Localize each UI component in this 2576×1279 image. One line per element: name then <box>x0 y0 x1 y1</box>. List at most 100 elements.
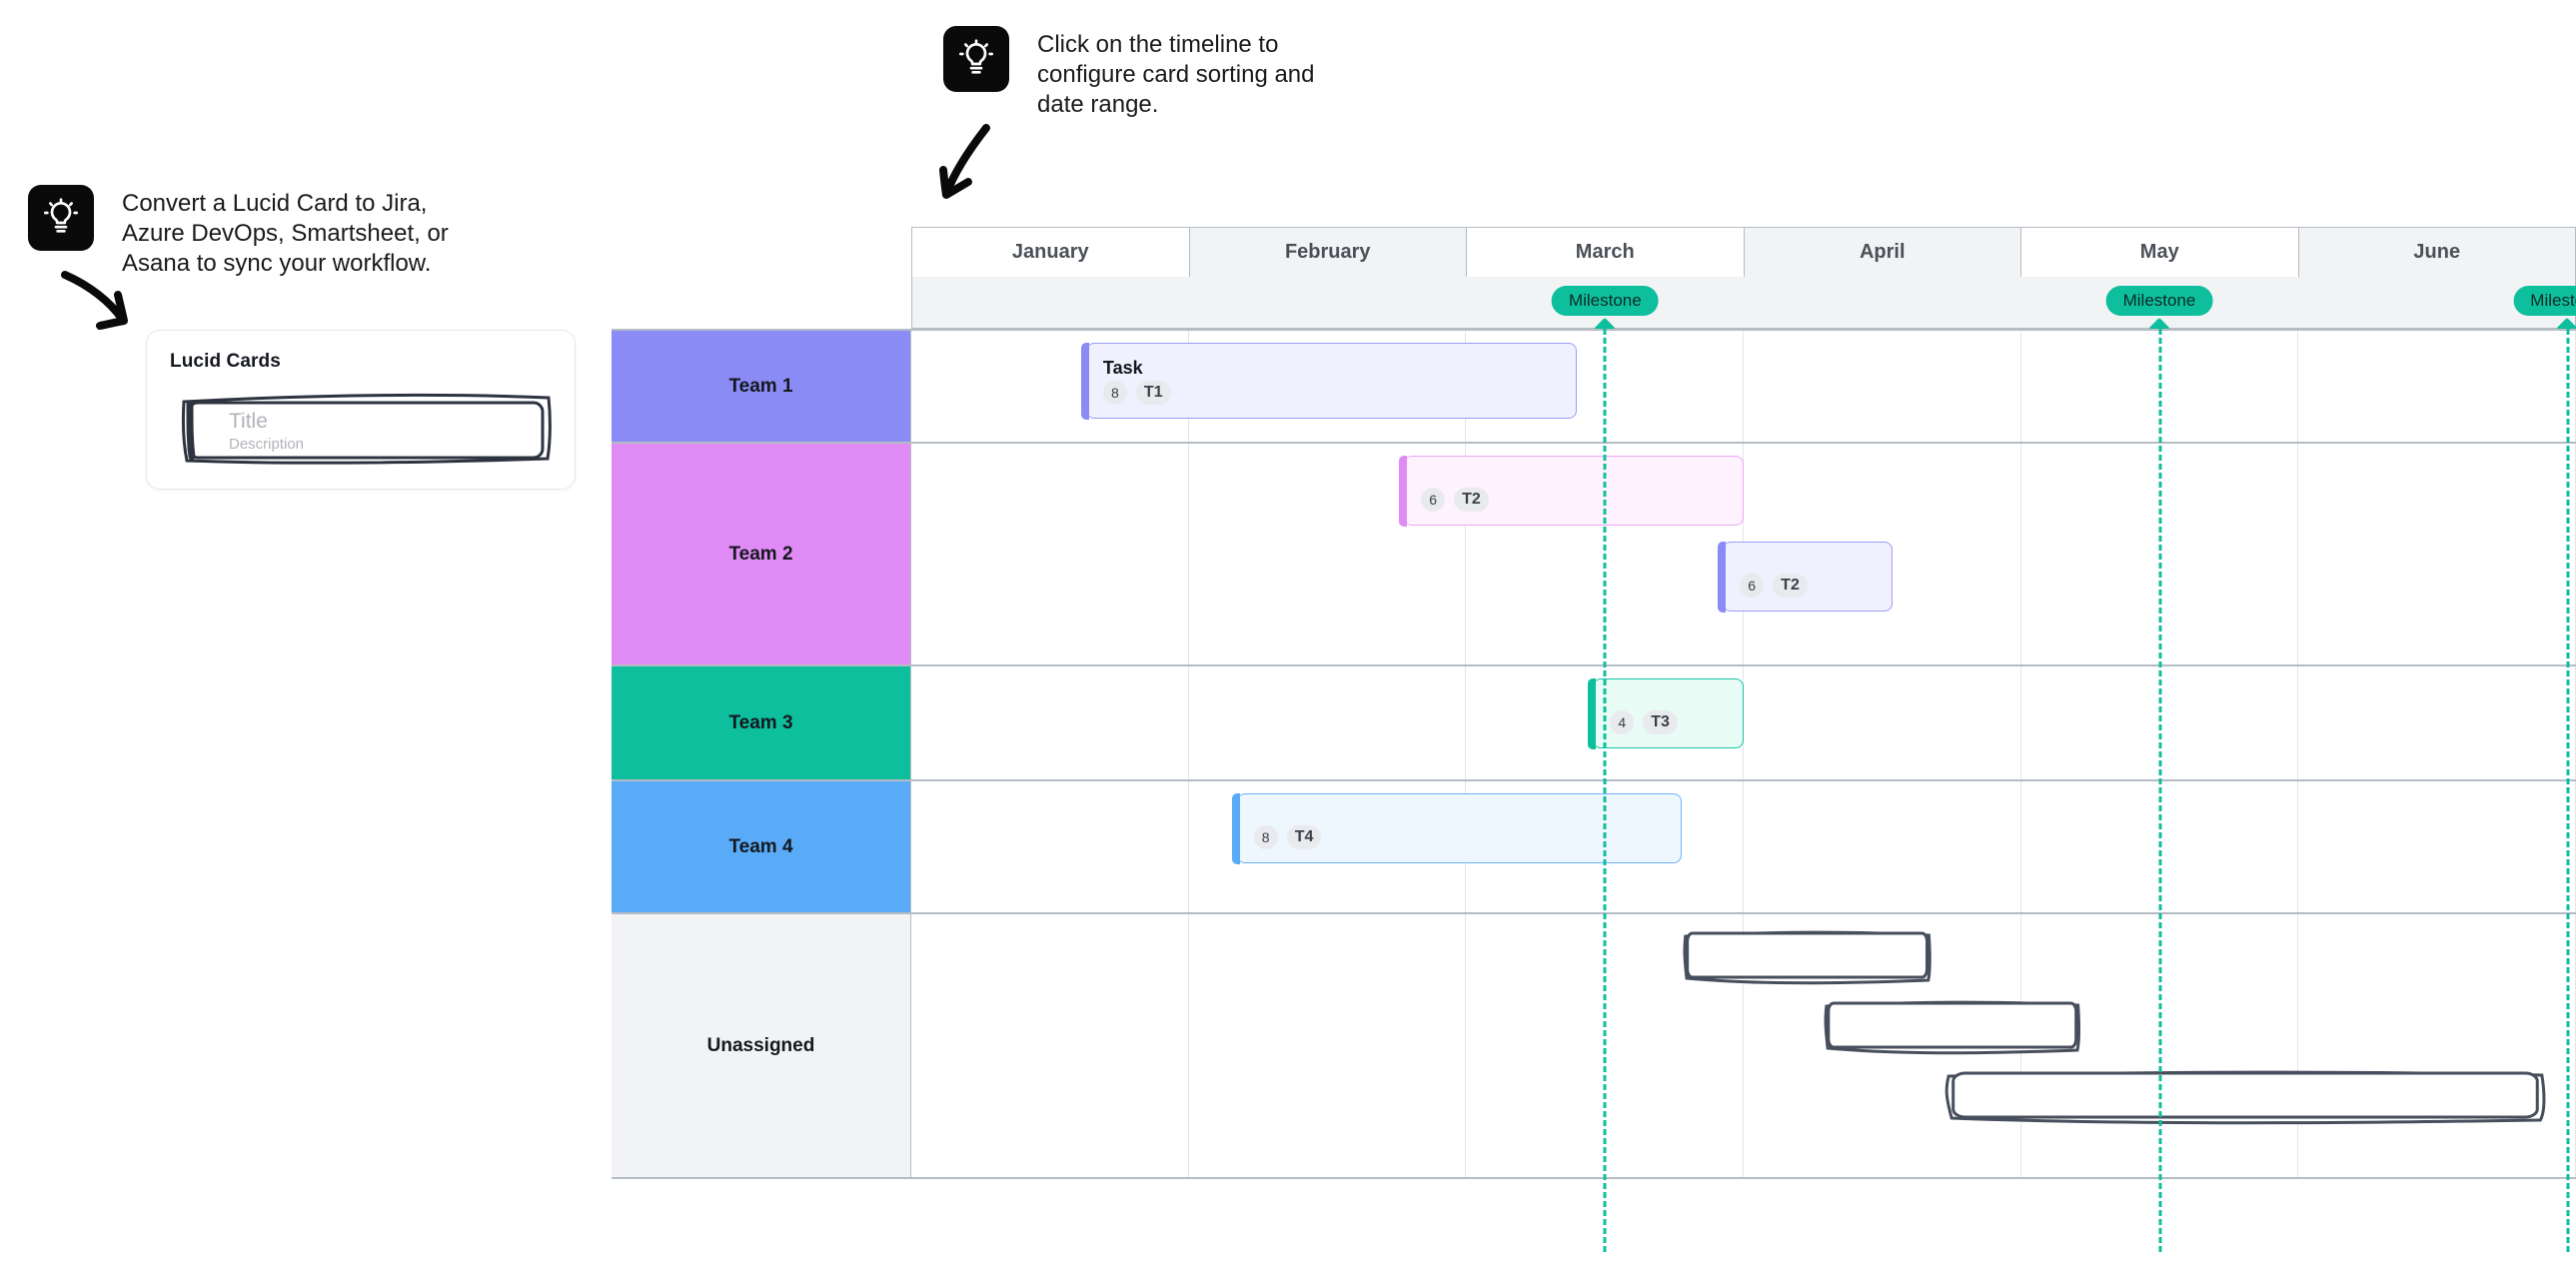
timeline-task-bar[interactable]: 6 T2 <box>1399 455 1744 527</box>
task-bar-accent <box>1080 342 1089 420</box>
month-label: March <box>1575 241 1635 263</box>
grid-column <box>1744 781 2021 912</box>
timeline-task-bar[interactable]: 4 T3 <box>1588 677 1744 749</box>
swimlane-team-3[interactable]: Team 3 4 T3 <box>612 666 2576 781</box>
task-bar-meta: 8 T1 <box>1102 381 1560 405</box>
tip-arrow-down-left-icon <box>939 124 990 199</box>
month-label: April <box>1859 241 1906 263</box>
grid-column <box>1189 666 1467 779</box>
unassigned-card-placeholder[interactable] <box>1823 998 2080 1054</box>
grid-column <box>2298 444 2576 664</box>
lucid-card-description-placeholder: Description <box>229 436 305 453</box>
grid-column <box>911 781 1189 912</box>
task-bar-meta: 6 T2 <box>1421 488 1727 512</box>
milestone-label: Milestone <box>2122 291 2196 310</box>
grid-column <box>1744 331 2021 442</box>
timeline-month-april[interactable]: April <box>1744 227 2021 277</box>
lucid-cards-panel-title: Lucid Cards <box>170 351 281 372</box>
timeline-month-march[interactable]: March <box>1467 227 1745 277</box>
month-label: June <box>2413 241 2461 263</box>
unassigned-card-placeholder[interactable] <box>1939 1068 2548 1124</box>
swimlane-label[interactable]: Team 3 <box>612 666 911 779</box>
grid-column <box>2298 666 2576 779</box>
swimlane-label-text: Team 4 <box>728 835 793 857</box>
task-count-badge: 4 <box>1610 710 1635 734</box>
swimlane-track[interactable]: 4 T3 <box>911 666 2576 779</box>
month-label: May <box>2139 241 2179 263</box>
grid-column <box>2021 781 2299 912</box>
milestone-pill[interactable]: Milestone <box>2105 286 2213 316</box>
timeline-month-header[interactable]: January February March April May June <box>911 227 2576 277</box>
grid-column <box>2298 781 2576 912</box>
tip-callout-lucid-cards: Convert a Lucid Card to Jira, Azure DevO… <box>28 185 449 279</box>
timeline-month-january[interactable]: January <box>911 227 1190 277</box>
task-bar-accent <box>1231 792 1240 864</box>
month-label: February <box>1284 241 1371 263</box>
grid-column <box>2021 331 2299 442</box>
task-tag-badge: T1 <box>1135 381 1171 405</box>
grid-column <box>1189 914 1467 1177</box>
unassigned-card-placeholder[interactable] <box>1682 928 1932 984</box>
lightbulb-icon <box>943 26 1009 92</box>
grid-column <box>911 444 1189 664</box>
grid-column <box>1744 444 2021 664</box>
grid-column <box>1466 781 1744 912</box>
tip-text-lucid-cards: Convert a Lucid Card to Jira, Azure DevO… <box>122 190 449 277</box>
swimlane-label[interactable]: Unassigned <box>612 914 911 1177</box>
task-bar-accent <box>1718 541 1727 613</box>
swimlane-label-text: Team 2 <box>728 543 793 565</box>
timeline-month-february[interactable]: February <box>1189 227 1467 277</box>
task-tag-badge: T2 <box>1454 488 1489 512</box>
timeline-month-june[interactable]: June <box>2298 227 2576 277</box>
swimlane-label-text: Unassigned <box>706 1034 815 1056</box>
timeline[interactable]: January February March April May June Mi… <box>612 227 2576 1252</box>
swimlane-unassigned[interactable]: Unassigned <box>612 914 2576 1179</box>
task-tag-badge: T2 <box>1773 574 1808 598</box>
timeline-month-may[interactable]: May <box>2021 227 2299 277</box>
lucid-card-placeholder[interactable]: Title Description <box>177 389 555 467</box>
task-count-badge: 8 <box>1102 381 1127 405</box>
lucid-card-title-placeholder: Title <box>229 410 268 433</box>
grid-column <box>2021 444 2299 664</box>
swimlane-label-text: Team 1 <box>728 375 793 397</box>
task-bar-accent <box>1399 455 1408 527</box>
swimlane-label[interactable]: Team 1 <box>612 331 911 442</box>
lucid-cards-panel: Lucid Cards Title Description <box>146 330 576 490</box>
tip-callout-timeline: Click on the timeline to configure card … <box>943 26 1315 120</box>
task-count-badge: 6 <box>1421 488 1446 512</box>
month-label: January <box>1011 241 1089 263</box>
tip-text-timeline: Click on the timeline to configure card … <box>1037 31 1315 118</box>
grid-column <box>1189 444 1467 664</box>
grid-column <box>911 666 1189 779</box>
grid-column <box>1466 914 1744 1177</box>
swimlane-label[interactable]: Team 2 <box>612 444 911 664</box>
lightbulb-icon <box>28 185 94 251</box>
swimlane-label-text: Team 3 <box>728 711 793 733</box>
swimlane-track[interactable] <box>911 914 2576 1177</box>
task-bar-accent <box>1588 677 1597 749</box>
tip-arrow-down-right-icon <box>61 271 128 330</box>
task-tag-badge: T3 <box>1643 710 1678 734</box>
swimlane-label[interactable]: Team 4 <box>612 781 911 912</box>
milestone-pill[interactable]: Milestone <box>1551 286 1659 316</box>
milestone-pill[interactable]: Milestone <box>2513 286 2576 316</box>
timeline-milestone-row[interactable]: Milestone Milestone Milestone <box>911 277 2576 340</box>
task-bar-meta: 4 T3 <box>1610 710 1727 734</box>
grid-column <box>911 914 1189 1177</box>
task-tag-badge: T4 <box>1286 825 1322 849</box>
grid-column <box>2021 914 2299 1177</box>
grid-column <box>2298 914 2576 1177</box>
grid-column <box>1744 666 2021 779</box>
